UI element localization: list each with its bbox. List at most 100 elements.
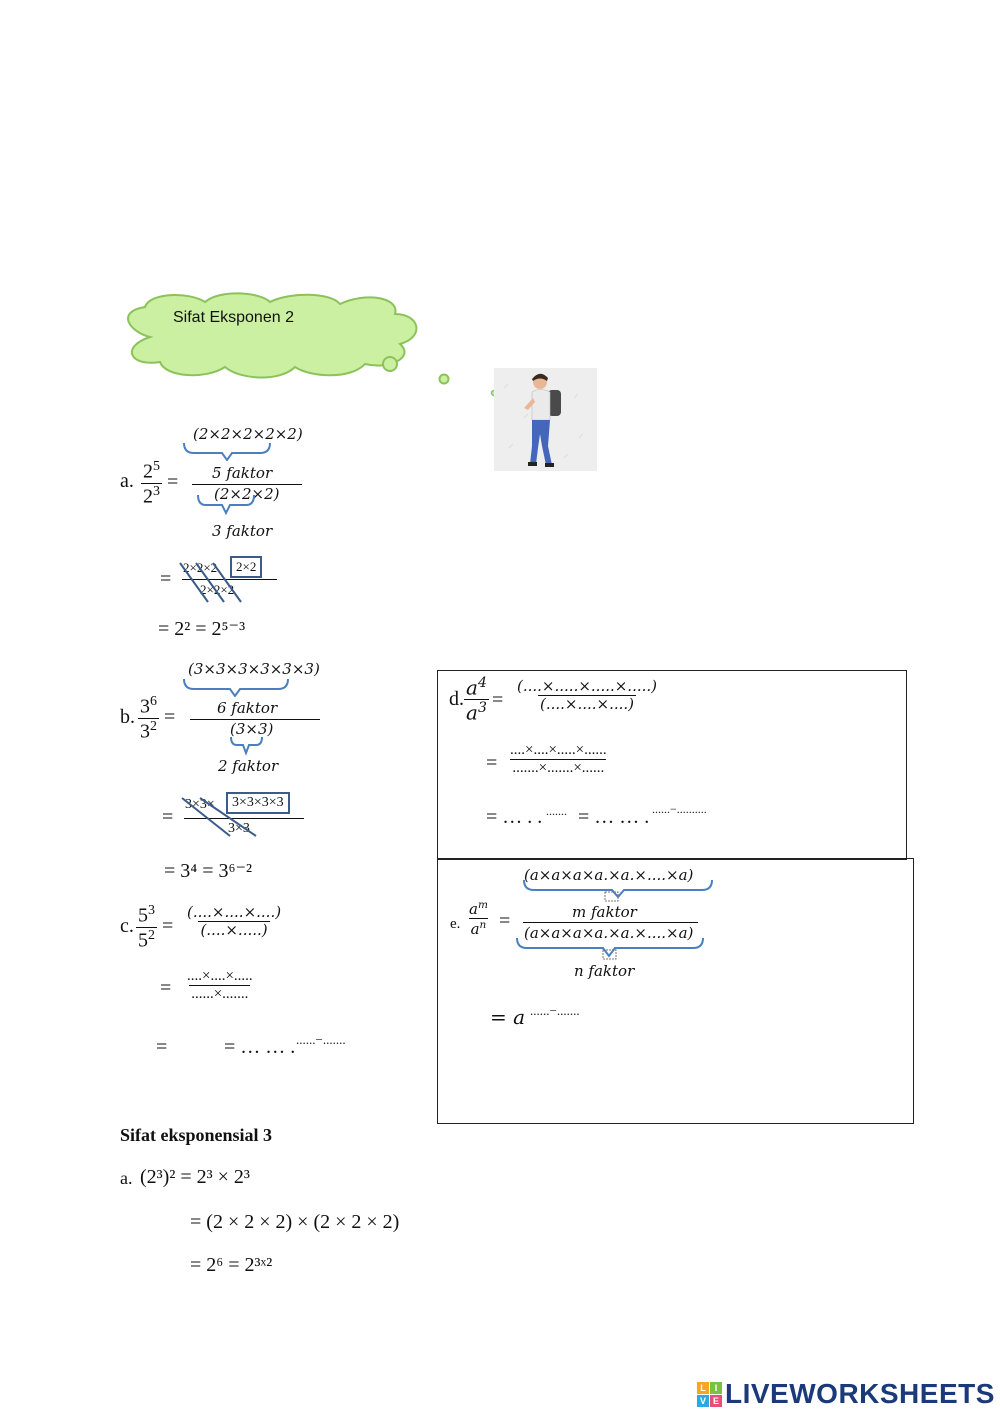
c-step3-eq1: = <box>156 1036 168 1058</box>
section3-line1: (2³)² = 2³ × 2³ <box>140 1166 250 1188</box>
b-num-exp: 6 <box>150 694 157 709</box>
logo-badge-i: I <box>710 1381 722 1394</box>
a-step2-bar <box>182 579 277 580</box>
a-den-exp: 3 <box>153 483 160 499</box>
e-bot-brace <box>516 937 704 960</box>
c-num-exp: 3 <box>148 903 155 918</box>
c-num-base: 5 <box>138 904 148 927</box>
e-bot-product: (a×a×a×a.×a.×....×a) <box>524 924 694 942</box>
e-result-eq: = a <box>490 1005 526 1029</box>
b-result: = 3⁴ = 3⁶⁻² <box>164 860 253 882</box>
a-num-exp: 5 <box>153 459 160 474</box>
c-step2-fraction[interactable]: ....×....×...........×....... <box>185 968 255 1003</box>
b-bot-product: (3×3) <box>230 720 274 738</box>
d-step3-a[interactable]: = … . . <box>486 806 543 828</box>
d-step2-fraction[interactable]: ....×....×.....×.............×.......×..… <box>508 742 609 777</box>
thought-cloud <box>127 292 498 397</box>
b-top-faktor: 6 faktor <box>217 699 278 717</box>
d-den-base: a <box>466 700 478 725</box>
item-d-label: d. <box>449 688 464 710</box>
a-top-product: (2×2×2×2×2) <box>193 425 303 443</box>
d-den[interactable]: (....×....×....) <box>537 694 637 713</box>
b-step2-equals: = <box>162 806 174 828</box>
e-equals: = <box>499 910 511 932</box>
item-c-label: c. <box>120 915 134 937</box>
section3-line2: = (2 × 2 × 2) × (2 × 2 × 2) <box>190 1211 400 1233</box>
e-fraction-bar <box>523 922 698 923</box>
c-den-base: 5 <box>138 929 148 952</box>
liveworksheets-logo: L I V E LIVEWORKSHEETS <box>697 1378 995 1410</box>
a-bot-brace <box>197 494 255 516</box>
logo-badge-e: E <box>710 1394 722 1407</box>
e-num-base: a <box>469 900 478 918</box>
c-step3-eq2[interactable]: = … … . <box>224 1036 296 1058</box>
item-a-label: a. <box>120 470 134 492</box>
b-cancel-strikes <box>181 797 257 837</box>
b-top-product: (3×3×3×3×3×3) <box>188 660 320 678</box>
b-step2-num-boxed: 3×3×3×3 <box>226 792 290 814</box>
d-den-exp: 3 <box>477 699 487 716</box>
d-step2-equals: = <box>486 752 498 774</box>
e-num-exp: m <box>477 899 488 911</box>
d-step3-b[interactable]: = … … . <box>578 806 650 828</box>
a-step2-den: 2×2×2 <box>200 582 235 597</box>
logo-badge-l: L <box>697 1381 709 1394</box>
a-num-base: 2 <box>143 460 153 483</box>
e-den-base: a <box>470 919 480 938</box>
section3-line1-label: a. <box>120 1168 133 1188</box>
b-step2-bar <box>184 818 304 819</box>
c-equals: = <box>162 915 174 937</box>
a-fraction-bar <box>192 484 302 485</box>
logo-badge: L I V E <box>697 1381 722 1407</box>
d-num-exp: 4 <box>477 675 487 691</box>
cloud-text: Sifat Eksponen 2 <box>173 309 294 326</box>
c-num[interactable]: (....×....×....) <box>187 903 282 921</box>
c-den-exp: 2 <box>148 927 155 943</box>
e-top-brace <box>523 879 713 902</box>
d-step3-a-exp[interactable]: ....... <box>546 804 567 818</box>
d-step3-b-exp[interactable]: ......−.......... <box>652 802 707 816</box>
b-equals: = <box>164 706 176 728</box>
d-num-base: a <box>466 675 478 700</box>
e-result-exp[interactable]: ......−....... <box>530 1003 580 1018</box>
b-step2-num-left: 3×3× <box>185 797 215 812</box>
a-top-faktor: 5 faktor <box>212 464 273 482</box>
c-fraction-answer[interactable]: (....×....×....)(....×.....) <box>185 904 283 939</box>
box-e <box>437 858 914 1124</box>
logo-badge-v: V <box>697 1394 709 1407</box>
b-bot-brace <box>230 736 263 756</box>
b-den-exp: 2 <box>150 718 157 734</box>
a-result: = 2² = 2⁵⁻³ <box>158 618 246 640</box>
d-step2-den[interactable]: .......×.......×...... <box>510 758 607 776</box>
e-top-faktor: m faktor <box>572 903 637 921</box>
c-step2-num[interactable]: ....×....×..... <box>187 968 253 984</box>
a-step2-equals: = <box>160 568 172 590</box>
section3-heading: Sifat eksponensial 3 <box>120 1125 273 1145</box>
d-step2-num[interactable]: ....×....×.....×...... <box>510 742 607 758</box>
d-num[interactable]: (....×.....×.....×.....) <box>517 677 658 695</box>
c-den[interactable]: (....×.....) <box>198 920 270 939</box>
a-bot-faktor: 3 faktor <box>212 522 273 540</box>
a-cancel-strikes <box>179 562 242 603</box>
b-bot-faktor: 2 faktor <box>218 757 279 775</box>
b-num-base: 3 <box>140 695 150 718</box>
d-equals: = <box>492 689 504 711</box>
d-fraction-answer[interactable]: (....×.....×.....×.....)(....×....×....) <box>515 678 659 713</box>
b-fraction-bar <box>190 719 320 720</box>
logo-text: LIVEWORKSHEETS <box>725 1378 995 1409</box>
student-illustration <box>494 368 597 471</box>
c-step3-exp[interactable]: ......−....... <box>296 1032 346 1047</box>
b-step2-den: 3×3 <box>228 821 250 836</box>
a-den-base: 2 <box>143 485 153 508</box>
c-step2-den[interactable]: ......×....... <box>189 984 251 1002</box>
e-den-exp: n <box>479 918 487 931</box>
item-b-label: b. <box>120 706 135 728</box>
a-top-brace <box>183 442 271 461</box>
b-den-base: 3 <box>140 720 150 743</box>
item-e-label: e. <box>450 916 461 932</box>
e-top-product: (a×a×a×a.×a.×....×a) <box>524 866 694 884</box>
b-top-brace <box>183 678 289 697</box>
